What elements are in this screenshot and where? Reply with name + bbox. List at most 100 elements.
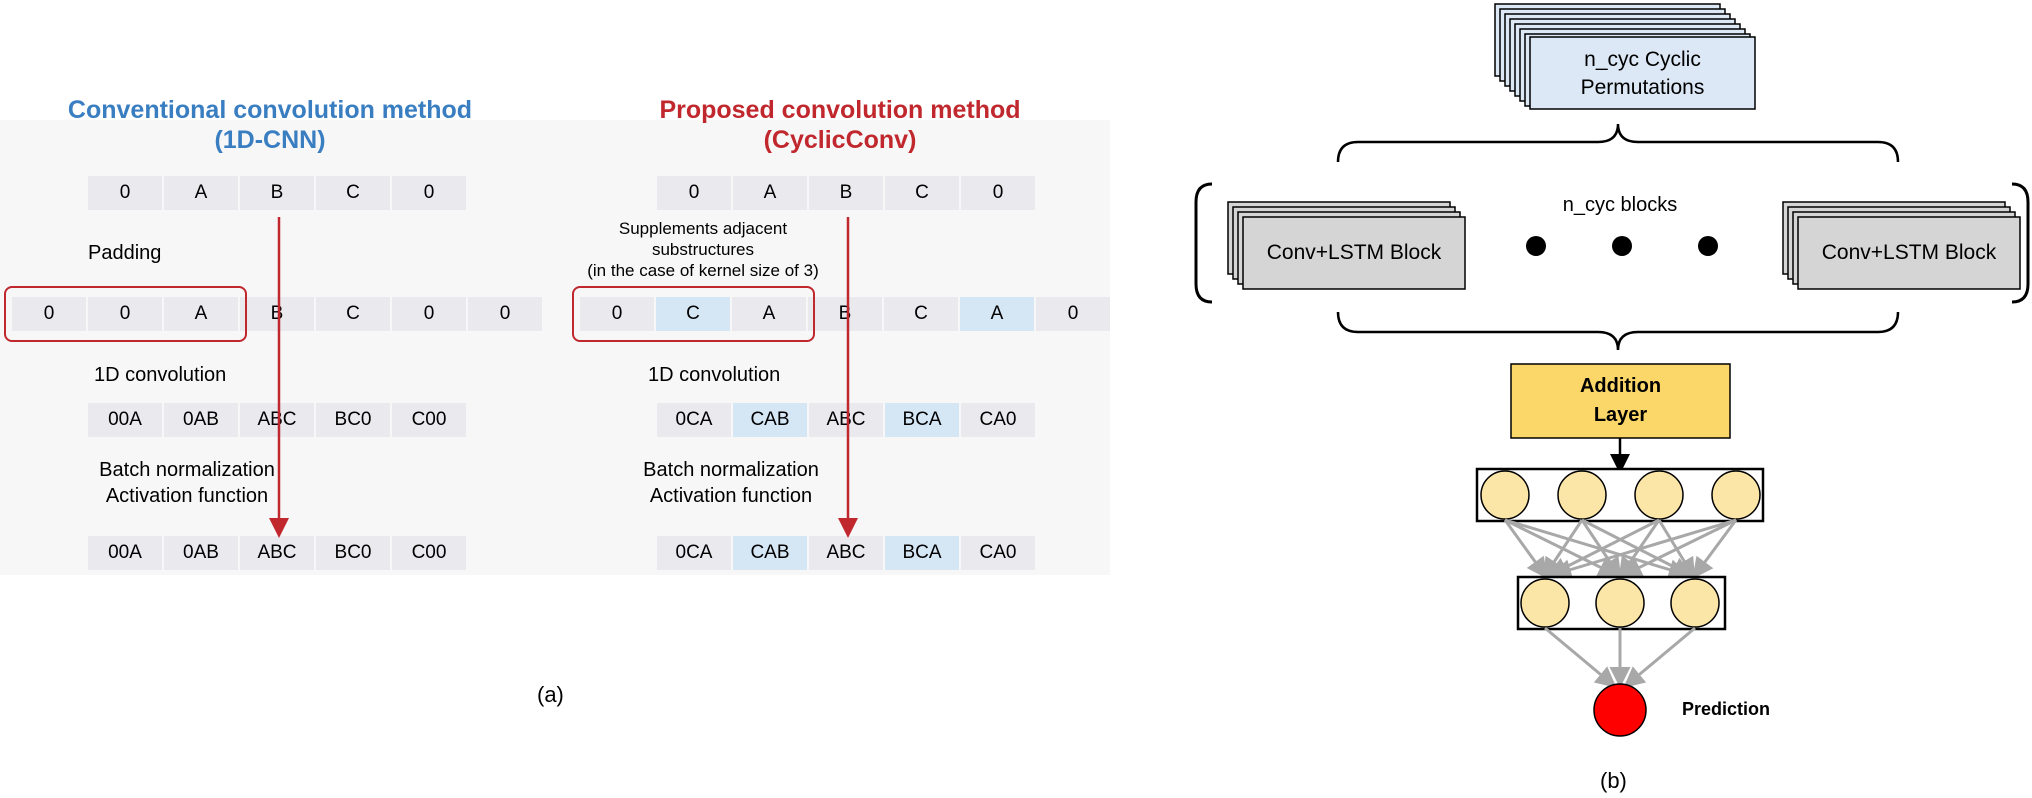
top-curly-brace <box>1336 123 1900 163</box>
dense-node <box>1595 578 1645 628</box>
supplements-line3: (in the case of kernel size of 3) <box>587 261 819 280</box>
proposed-title-line1: Proposed convolution method <box>659 96 1021 124</box>
cell: 0 <box>1036 297 1110 331</box>
cell: CA0 <box>961 536 1035 570</box>
conventional-conv-row: 00A 0AB ABC BC0 C00 <box>88 403 468 437</box>
dense-connections-1 <box>1503 518 1738 580</box>
cell: ABC <box>809 536 883 570</box>
dense-node <box>1670 578 1720 628</box>
cyclic-permutations-label: n_cyc Cyclic Permutations <box>1530 46 1755 102</box>
conventional-input-row: 0 A B C 0 <box>88 176 468 210</box>
cell: B <box>240 297 314 331</box>
proposed-input-row: 0 A B C 0 <box>657 176 1037 210</box>
addition-line2: Layer <box>1593 404 1648 426</box>
cell: C <box>316 176 390 210</box>
proposed-final-row: 0CA CAB ABC BCA CA0 <box>657 536 1037 570</box>
cell-highlighted: CAB <box>733 536 807 570</box>
dense-node <box>1557 470 1607 520</box>
dense-node <box>1520 578 1570 628</box>
conventional-title-line1: Conventional convolution method <box>67 96 473 124</box>
cell: 0 <box>657 176 731 210</box>
left-bracket <box>1194 182 1213 304</box>
cell: ABC <box>809 403 883 437</box>
conventional-padded-row: 0 0 A B C 0 0 <box>12 297 544 331</box>
dense-node <box>1634 470 1684 520</box>
n-cyc-blocks-label: n_cyc blocks <box>1562 194 1678 216</box>
proposed-norm-label: Batch normalization Activation function <box>606 457 856 509</box>
cell-highlighted: A <box>960 297 1034 331</box>
cell-highlighted: CAB <box>733 403 807 437</box>
bottom-curly-brace <box>1336 311 1900 351</box>
addition-line1: Addition <box>1579 375 1662 397</box>
cell: C <box>884 297 958 331</box>
panel-a-caption: (a) <box>537 682 564 707</box>
conventional-norm-label: Batch normalization Activation function <box>62 457 312 509</box>
cell: C00 <box>392 403 466 437</box>
cell: 0AB <box>164 403 238 437</box>
cell: A <box>164 297 238 331</box>
left-block-label: Conv+LSTM Block <box>1266 241 1442 264</box>
proposed-conv-label: 1D convolution <box>648 364 781 386</box>
norm-label-line2: Activation function <box>649 485 813 507</box>
proposed-title: Proposed convolution method (CyclicConv) <box>620 95 1060 155</box>
perm-line1: n_cyc Cyclic <box>1584 48 1701 71</box>
dense-node <box>1711 470 1761 520</box>
padding-label: Padding <box>88 242 162 264</box>
cell: BC0 <box>316 403 390 437</box>
prediction-node <box>1593 683 1647 737</box>
cell: A <box>732 297 806 331</box>
cell: C00 <box>392 536 466 570</box>
cell: C <box>885 176 959 210</box>
cell: 0 <box>88 176 162 210</box>
conventional-title-line2: (1D-CNN) <box>214 126 326 154</box>
cell: 0 <box>468 297 542 331</box>
cell: C <box>316 297 390 331</box>
addition-layer-box <box>1510 363 1731 439</box>
cell: 0 <box>392 297 466 331</box>
cyclic-permutations-stack <box>1494 3 1756 110</box>
dense-node <box>1480 470 1530 520</box>
cell: A <box>164 176 238 210</box>
perm-line2: Permutations <box>1580 76 1705 99</box>
cell: ABC <box>240 403 314 437</box>
conventional-title: Conventional convolution method (1D-CNN) <box>50 95 490 155</box>
cell: 0CA <box>657 536 731 570</box>
cell: 0AB <box>164 536 238 570</box>
proposed-title-line2: (CyclicConv) <box>763 126 917 154</box>
norm-label-line1: Batch normalization <box>99 459 275 481</box>
cell: B <box>240 176 314 210</box>
right-block-label: Conv+LSTM Block <box>1821 241 1997 264</box>
cell: 00A <box>88 403 162 437</box>
prediction-label: Prediction <box>1682 699 1771 719</box>
supplements-line1: Supplements adjacent <box>618 219 788 238</box>
left-block-stack <box>1227 201 1466 290</box>
supplements-line2: substructures <box>651 240 755 259</box>
norm-label-line2: Activation function <box>105 485 269 507</box>
cell: B <box>809 176 883 210</box>
panel-b-diagram <box>1194 3 2030 737</box>
cell: 0 <box>961 176 1035 210</box>
addition-layer-label: Addition Layer <box>1511 372 1730 430</box>
cell: 0 <box>392 176 466 210</box>
right-block-stack <box>1782 201 2021 290</box>
conventional-conv-label: 1D convolution <box>94 364 227 386</box>
proposed-kernel-box <box>572 286 815 342</box>
ellipsis-dot <box>1526 236 1546 256</box>
proposed-conv-row: 0CA CAB ABC BCA CA0 <box>657 403 1037 437</box>
panel-b-caption: (b) <box>1600 768 1627 793</box>
cell-highlighted: C <box>656 297 730 331</box>
cell: ABC <box>240 536 314 570</box>
cell: A <box>733 176 807 210</box>
ellipsis-dot <box>1612 236 1632 256</box>
cell: 0 <box>88 297 162 331</box>
cell: BC0 <box>316 536 390 570</box>
cell-highlighted: BCA <box>885 536 959 570</box>
dense-connections-2 <box>1544 626 1696 688</box>
cell: 0 <box>12 297 86 331</box>
cell: 0CA <box>657 403 731 437</box>
right-bracket <box>2011 182 2030 304</box>
conventional-kernel-box <box>4 286 247 342</box>
ellipsis-dot <box>1698 236 1718 256</box>
cell: CA0 <box>961 403 1035 437</box>
norm-label-line1: Batch normalization <box>643 459 819 481</box>
